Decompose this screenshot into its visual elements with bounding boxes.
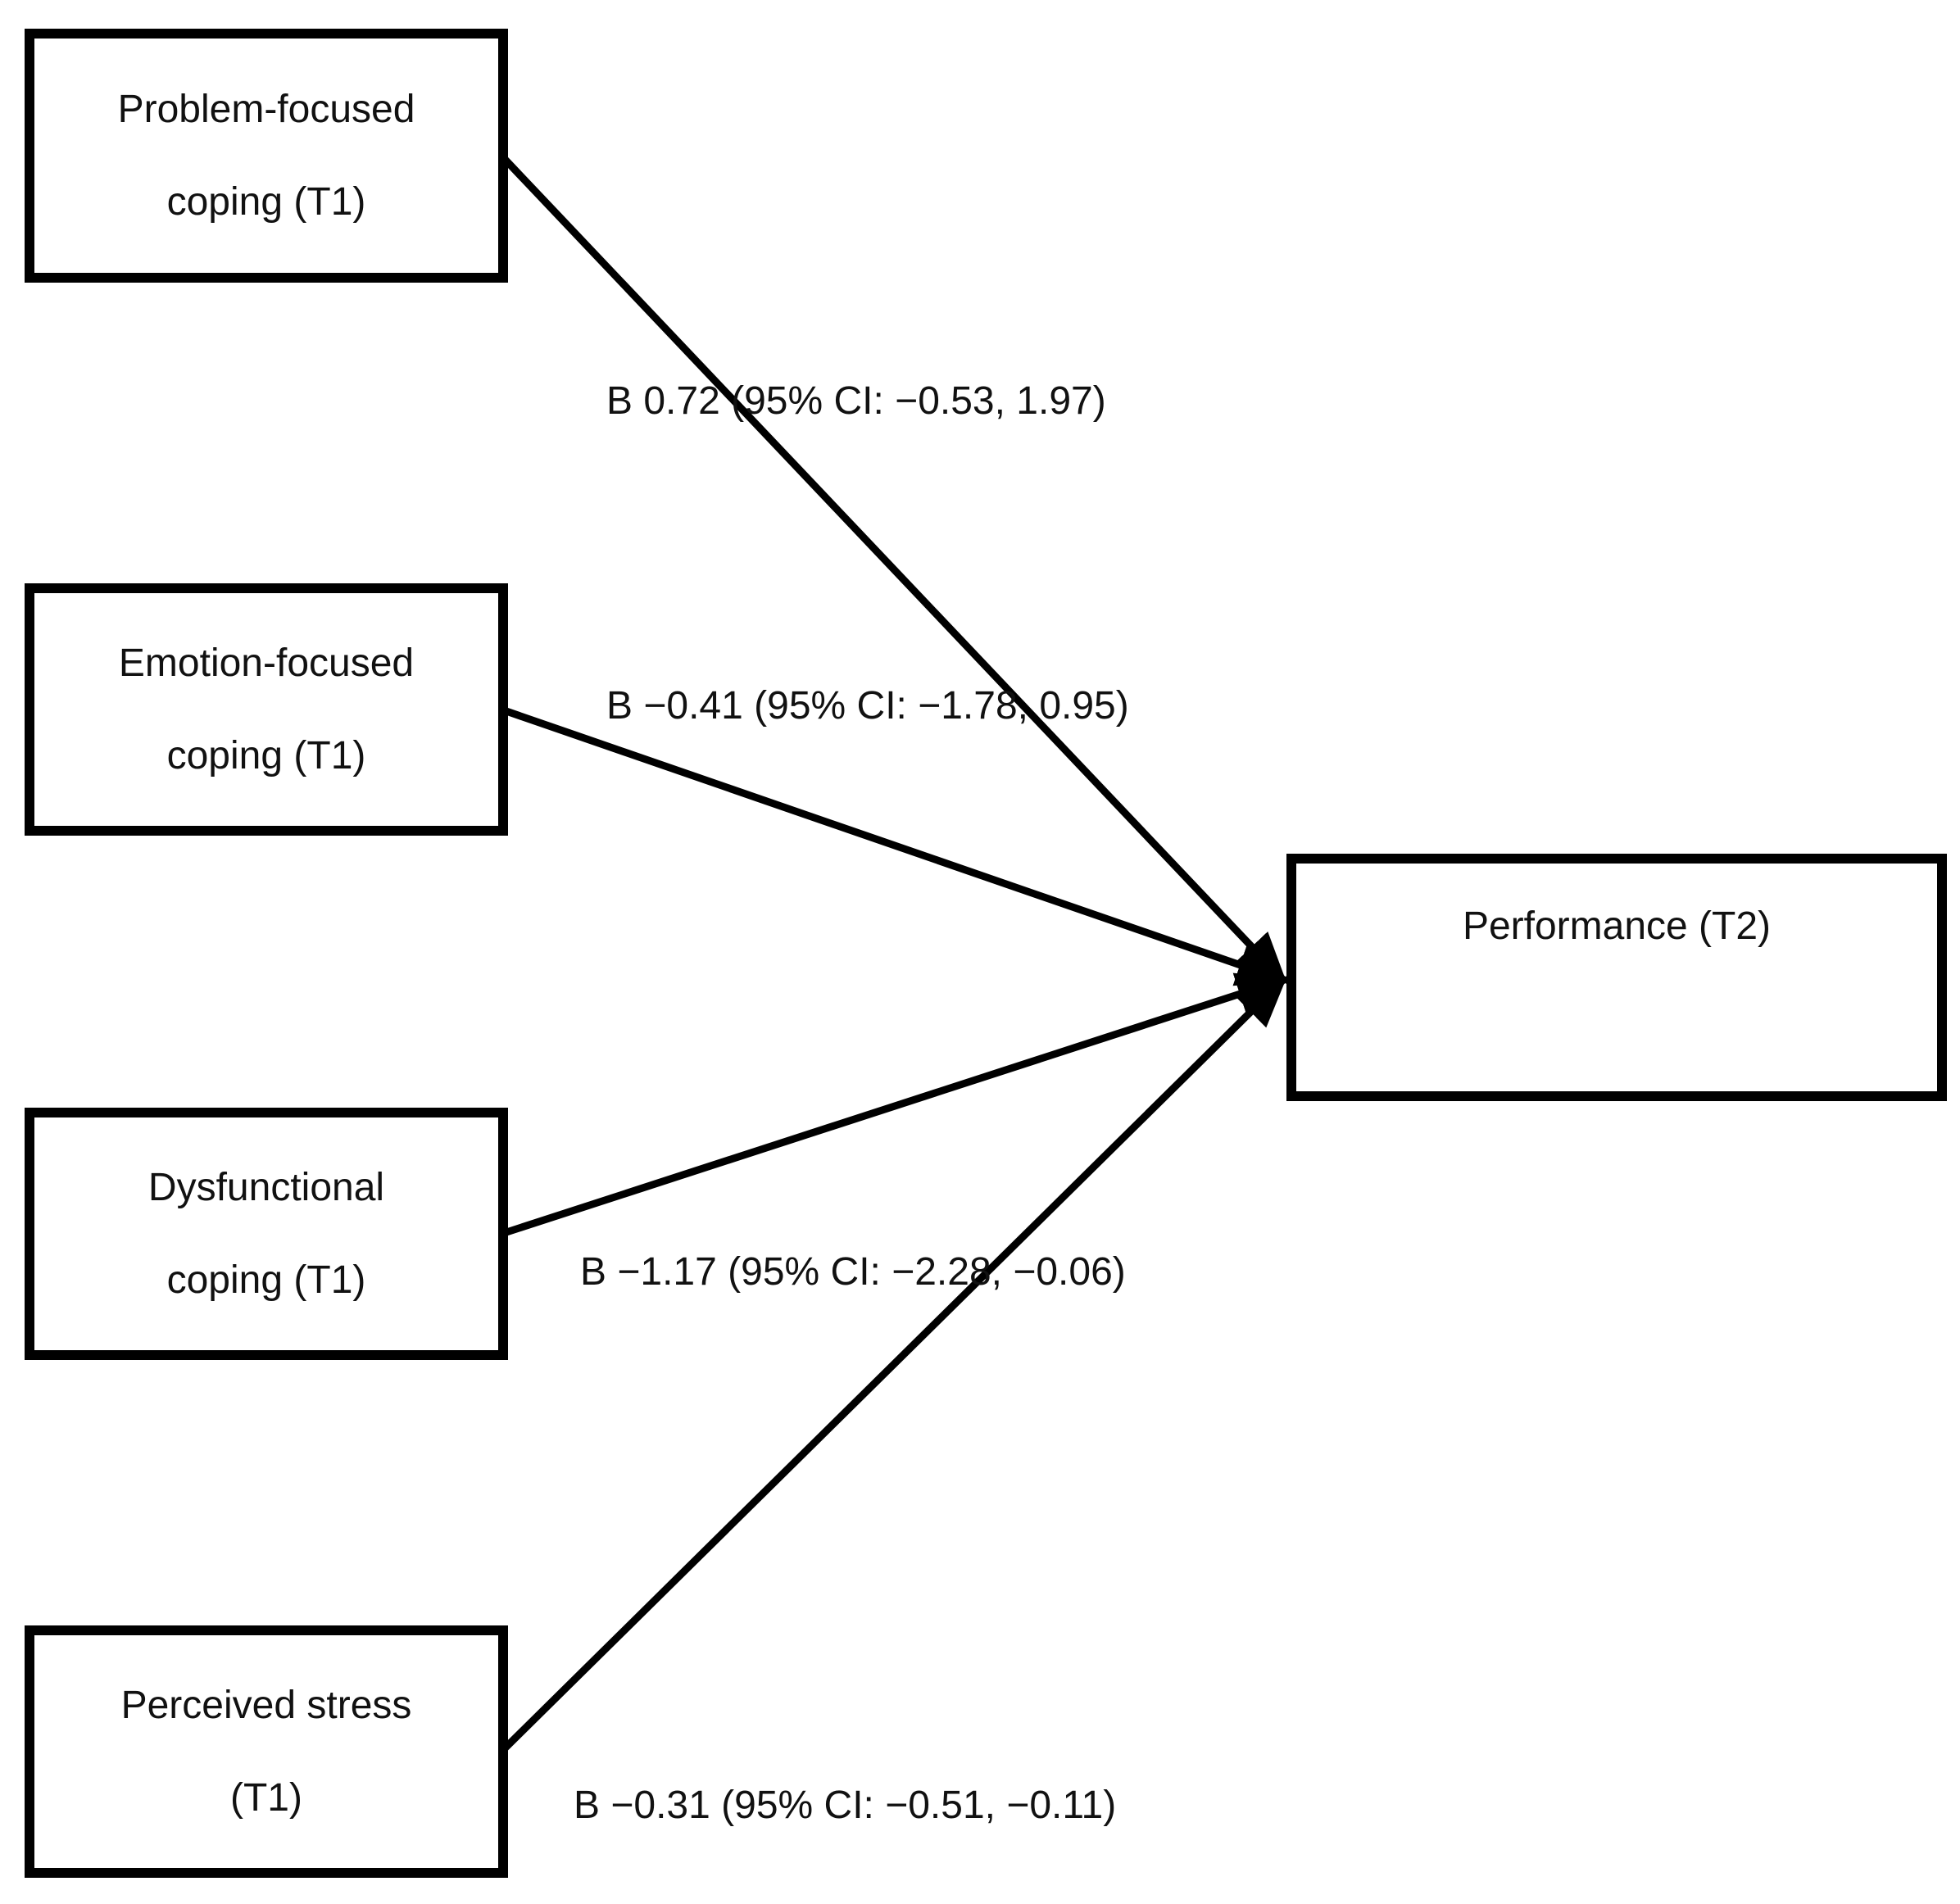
arrow-problem-focused-to-performance: [498, 152, 1287, 985]
edge-label-perceived-stress-coefficient: B −0.31 (95% CI: −0.51, −0.11): [574, 1784, 1117, 1827]
arrow-dysfunctional-to-performance: [500, 972, 1289, 1238]
arrow-emotion-focused-to-performance: [500, 705, 1289, 986]
box-dysfunctional-coping: Dysfunctional coping (T1): [25, 1108, 508, 1360]
edge-label-problem-focused-coefficient: B 0.72 (95% CI: −0.53, 1.97): [606, 379, 1106, 423]
box-emotion-focused-coping: Emotion-focused coping (T1): [25, 583, 508, 836]
box-performance: Performance (T2): [1286, 854, 1947, 1101]
edge-label-emotion-focused-coefficient: B −0.41 (95% CI: −1.78, 0.95): [606, 684, 1129, 728]
arrow-perceived-stress-to-performance: [498, 975, 1288, 1755]
box-perceived-stress: Perceived stress (T1): [25, 1625, 508, 1878]
box-problem-focused-coping: Problem-focused coping (T1): [25, 29, 508, 283]
edge-label-dysfunctional-coefficient: B −1.17 (95% CI: −2.28, −0.06): [580, 1250, 1126, 1294]
